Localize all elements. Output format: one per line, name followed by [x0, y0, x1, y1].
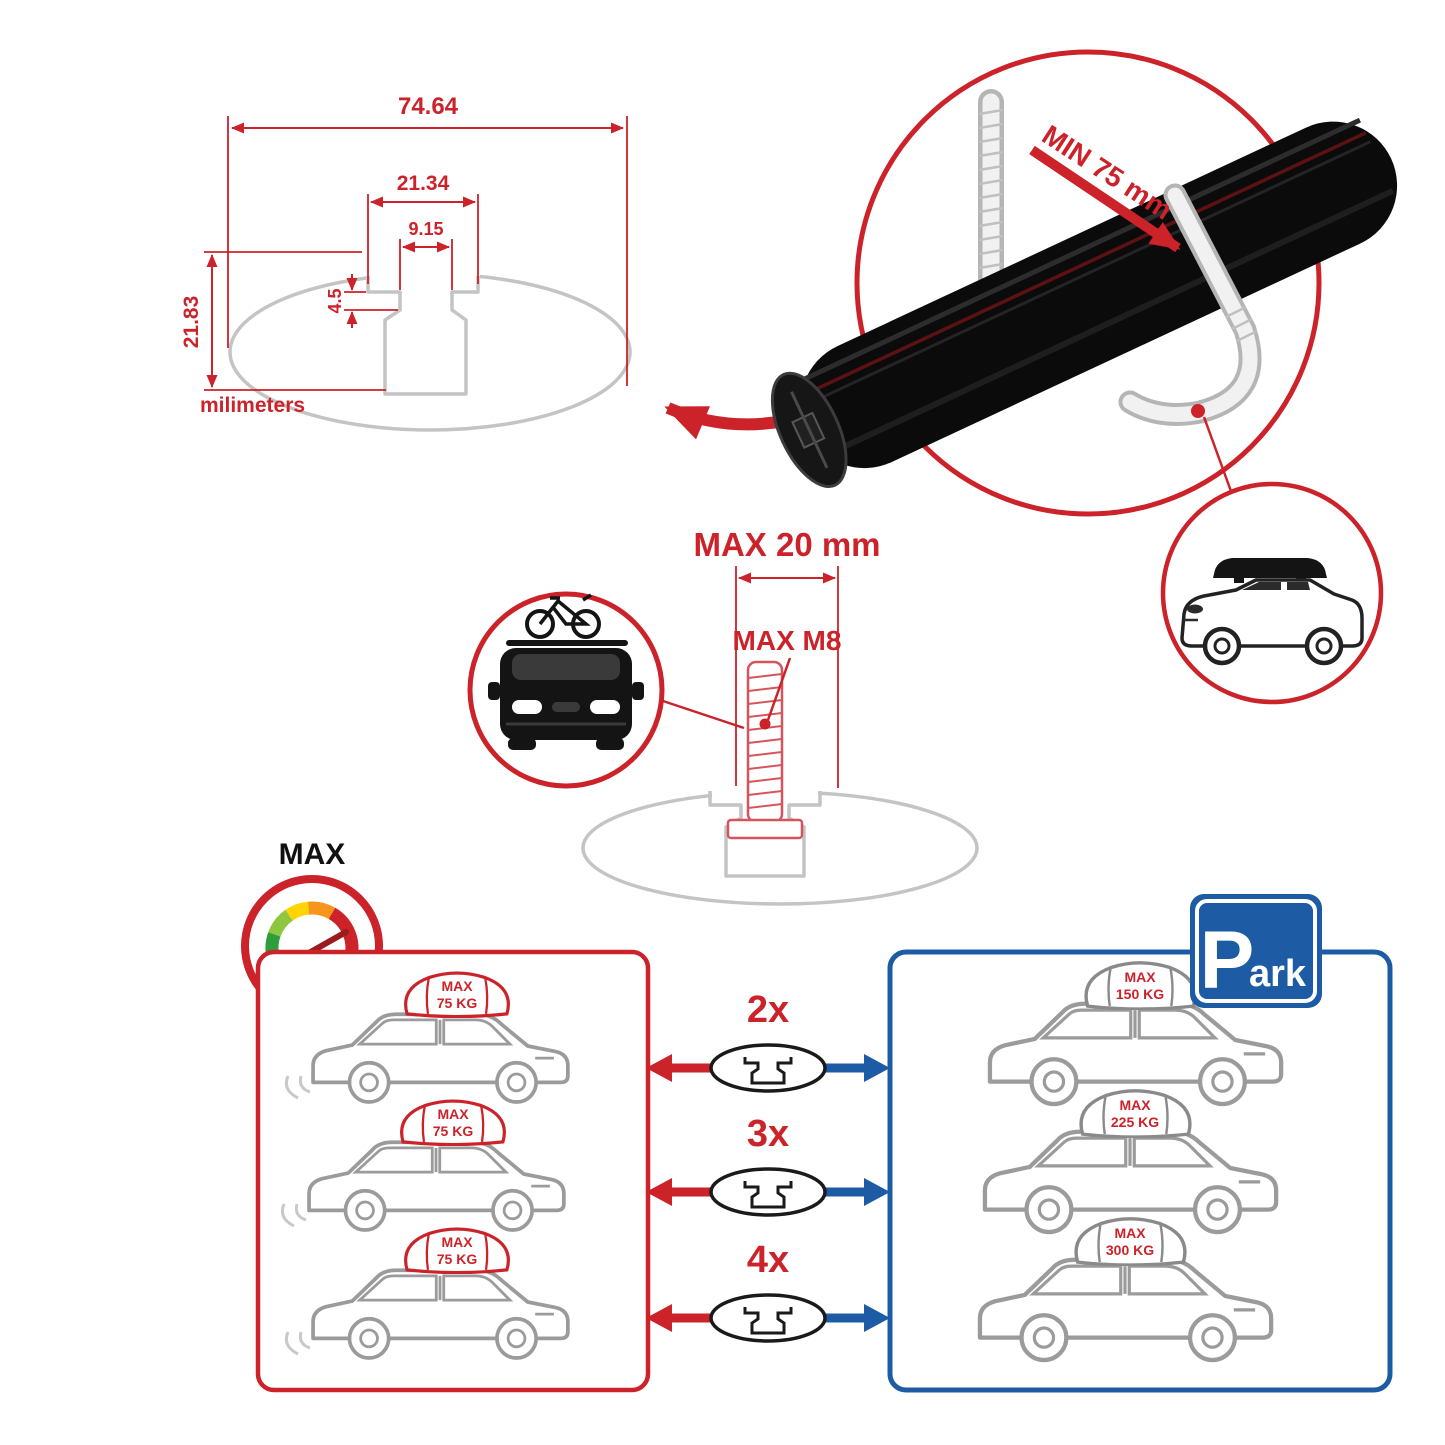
- dim-total-width-value: 74.64: [398, 93, 459, 120]
- min-clearance-arrow: [1029, 145, 1181, 253]
- multiplier-label: 3x: [747, 1113, 789, 1155]
- cargo-load-line2: 150 KG: [1116, 986, 1164, 1002]
- bolt-point-dot: [759, 718, 771, 730]
- dim-total-height-value: 21.83: [180, 296, 203, 349]
- crossbar-profile-icon: [709, 1167, 827, 1217]
- park-sign-board: [1190, 894, 1322, 1008]
- cargo-load-line1: MAX: [437, 1106, 469, 1122]
- ubolt-rod-top-icon: [978, 89, 1004, 291]
- left-arrow-icon: [646, 1304, 672, 1332]
- profile-channel-shape: [366, 276, 480, 396]
- cargo-load-line1: MAX: [1114, 1225, 1146, 1241]
- units-label: milimeters: [200, 394, 305, 417]
- multiplier-label: 4x: [747, 1239, 789, 1281]
- dim-total-width: 74.64: [227, 93, 628, 386]
- right-arrow-icon: [864, 1054, 890, 1082]
- suv-roofbox-circle: [1160, 481, 1384, 705]
- parked-car-row-2: MAX 225 KG: [985, 1089, 1276, 1232]
- leader-m8: [766, 657, 792, 721]
- leader-to-suv-circle: [1202, 416, 1234, 495]
- cargo-load-line2: 75 KG: [437, 995, 478, 1011]
- dim-channel-width-value: 21.34: [397, 172, 450, 195]
- parked-car-row-1: MAX 150 KG: [990, 961, 1281, 1104]
- cargo-load-line2: 300 KG: [1106, 1242, 1154, 1258]
- motion-smoke: [284, 1075, 311, 1100]
- dim-total-height: 21.83: [180, 251, 386, 391]
- cargo-load-line1: MAX: [441, 978, 473, 994]
- multiplier-row-2: 3x: [646, 1113, 890, 1217]
- bike-car-circle: [467, 591, 745, 789]
- tbolt-icon: [726, 657, 804, 840]
- driving-car-row-1: MAX 75 KG: [284, 971, 570, 1104]
- profile-dimension-drawing: 74.64 21.34 9.15 4.5 21.8: [180, 93, 632, 432]
- cargo-load-line1: MAX: [441, 1234, 473, 1250]
- dim-slot-depth-value: 4.5: [325, 288, 345, 313]
- park-sign-letter: P: [1200, 915, 1255, 1006]
- driving-car-row-3: MAX 75 KG: [284, 1227, 570, 1360]
- profile-channel-shape-2: [708, 791, 822, 878]
- cargo-load-line1: MAX: [1124, 969, 1156, 985]
- multiplier-row-1: 2x: [646, 989, 890, 1093]
- dim-channel-width: 21.34: [367, 172, 479, 284]
- dim-slot-width: 9.15: [399, 219, 453, 290]
- clamp-point-dot: [1191, 404, 1205, 418]
- ubolt-bend-icon: [1118, 183, 1262, 495]
- cargo-load-line1: MAX: [1119, 1097, 1151, 1113]
- bolt-max-thread-label: MAX M8: [733, 625, 842, 656]
- motion-smoke: [284, 1331, 311, 1356]
- cargo-load-line2: 225 KG: [1111, 1114, 1159, 1130]
- crossbar-profile-icon: [709, 1293, 827, 1343]
- left-arrow-icon: [646, 1178, 672, 1206]
- parked-panel: MAX 150 KG MAX 225 KG MAX 300 KG P ark: [887, 894, 1393, 1393]
- suv-with-roofbox-icon: [1180, 558, 1364, 666]
- multiplier-row-3: 4x: [646, 1239, 890, 1343]
- crossbar-icon: [770, 117, 1398, 488]
- right-arrow-icon: [864, 1178, 890, 1206]
- driving-panel: MAX 75 KG MAX 75 KG MAX 75 KG: [255, 949, 651, 1393]
- park-sign-inner-border: [1195, 899, 1317, 1003]
- cargo-load-line2: 75 KG: [437, 1251, 478, 1267]
- multiplier-rows: 2x 3x 4x: [646, 989, 890, 1343]
- bolt-spec: MAX 20 mm MAX M8: [581, 526, 979, 906]
- park-sign-suffix: ark: [1249, 953, 1307, 995]
- leader-bike-to-bolt: [659, 698, 745, 730]
- driving-car-row-2: MAX 75 KG: [280, 1099, 566, 1232]
- crossbar-profile-icon: [709, 1043, 827, 1093]
- multiplier-label: 2x: [747, 989, 789, 1031]
- park-sign: P ark: [1190, 894, 1322, 1008]
- car-front-with-bike-icon: [488, 593, 644, 750]
- bolt-max-length-label: MAX 20 mm: [693, 526, 880, 563]
- cargo-load-line2: 75 KG: [433, 1123, 474, 1139]
- dim-slot-depth: 4.5: [325, 274, 398, 328]
- profile-opening-mask: [366, 266, 480, 280]
- crossbar-detail-circle: MIN 75 mm: [770, 49, 1398, 517]
- dim-slot-width-value: 9.15: [408, 219, 443, 239]
- speed-max-label: MAX: [279, 838, 346, 871]
- motion-smoke: [280, 1203, 307, 1228]
- left-arrow-icon: [646, 1054, 672, 1082]
- right-arrow-icon: [864, 1304, 890, 1332]
- parked-car-row-3: MAX 300 KG: [980, 1217, 1271, 1360]
